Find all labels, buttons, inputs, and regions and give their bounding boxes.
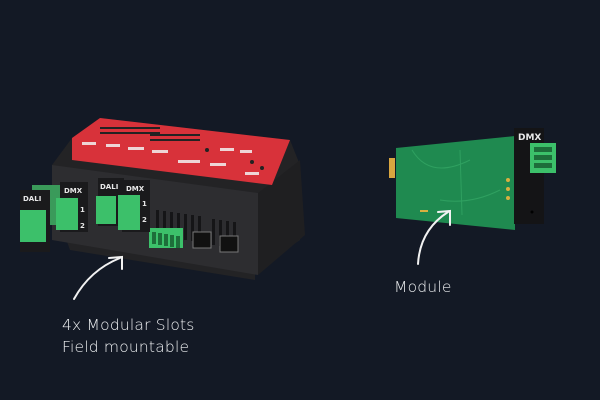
terminal-block <box>96 196 116 224</box>
module-dmx-label: DMX <box>518 133 541 143</box>
arrow-module-icon <box>417 211 449 265</box>
dmx-module: DMX <box>389 128 556 230</box>
port-1-label: 1 <box>80 206 85 214</box>
dali-label: DALI <box>23 195 41 203</box>
slots-caption-line1: 4x Modular Slots <box>62 316 195 334</box>
dali-label: DALI <box>100 183 118 191</box>
port-2-label: 2 <box>80 222 85 230</box>
module-caption: Module <box>394 278 452 296</box>
ethernet-port-1 <box>192 231 212 249</box>
port-1-label: 1 <box>142 200 147 208</box>
controller-device: DALI DMX 1 2 DALI DMX 1 2 <box>20 118 305 280</box>
module-slot-1: DALI <box>20 185 62 252</box>
terminal-block <box>118 195 140 230</box>
ethernet-port-2 <box>219 235 239 253</box>
slots-caption-line2: Field mountable <box>62 338 190 356</box>
terminal-block <box>56 198 78 230</box>
slots-caption: 4x Modular Slots Field mountable <box>62 314 195 358</box>
dmx-label: DMX <box>64 187 83 195</box>
arrow-module-head-icon <box>437 209 451 226</box>
terminal-block <box>20 210 46 242</box>
dmx-label: DMX <box>126 185 145 193</box>
arrow-slots-head-icon <box>108 255 123 270</box>
port-2-label: 2 <box>142 216 147 224</box>
module-slot-4: DMX 1 2 <box>118 180 150 232</box>
module-slot-2: DMX 1 2 <box>56 182 88 232</box>
pcb-board <box>396 136 515 230</box>
top-panel <box>72 118 290 185</box>
vent-slots <box>156 210 236 248</box>
arrow-slots-icon <box>73 257 121 300</box>
